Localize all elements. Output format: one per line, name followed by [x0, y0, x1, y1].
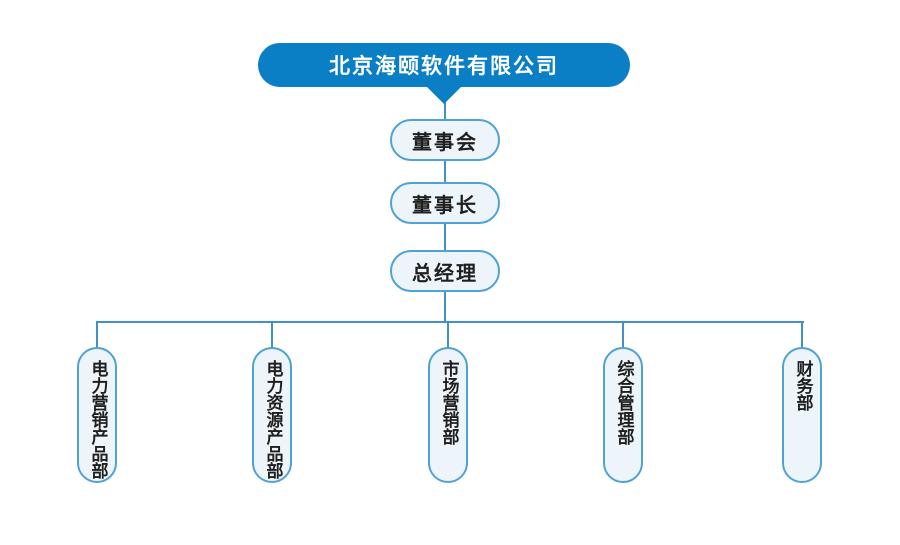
org-node-dept-general-management: 综合管理部: [603, 347, 643, 483]
dept-label: 电力营销产品部: [87, 360, 108, 479]
chairman-label: 董事长: [412, 192, 478, 217]
general-manager-label: 总经理: [412, 260, 478, 285]
connector-drop-dept-3: [447, 321, 449, 347]
callout-tail: [426, 86, 462, 104]
board-label: 董事会: [412, 129, 478, 154]
connector-drop-dept-1: [96, 321, 98, 347]
org-node-dept-market-marketing: 市场营销部: [428, 347, 468, 483]
dept-label: 财务部: [792, 360, 813, 411]
dept-label: 综合管理部: [613, 360, 634, 445]
org-node-dept-power-resource-products: 电力资源产品部: [252, 347, 292, 483]
connector-drop-dept-4: [622, 321, 624, 347]
org-node-dept-finance: 财务部: [782, 347, 822, 483]
org-node-board: 董事会: [390, 119, 500, 161]
connector-chairman-gm: [444, 223, 446, 251]
org-node-company: 北京海颐软件有限公司: [258, 43, 630, 87]
connector-gm-departments: [444, 291, 446, 323]
connector-drop-dept-5: [801, 321, 803, 347]
company-label: 北京海颐软件有限公司: [329, 54, 559, 78]
org-node-dept-power-marketing-products: 电力营销产品部: [77, 347, 117, 483]
dept-label: 市场营销部: [438, 360, 459, 445]
connector-drop-dept-2: [271, 321, 273, 347]
connector-horizontal-bar: [96, 321, 804, 323]
org-node-general-manager: 总经理: [390, 250, 500, 292]
connector-board-chairman: [444, 160, 446, 183]
org-node-chairman: 董事长: [390, 182, 500, 224]
dept-label: 电力资源产品部: [262, 360, 283, 479]
